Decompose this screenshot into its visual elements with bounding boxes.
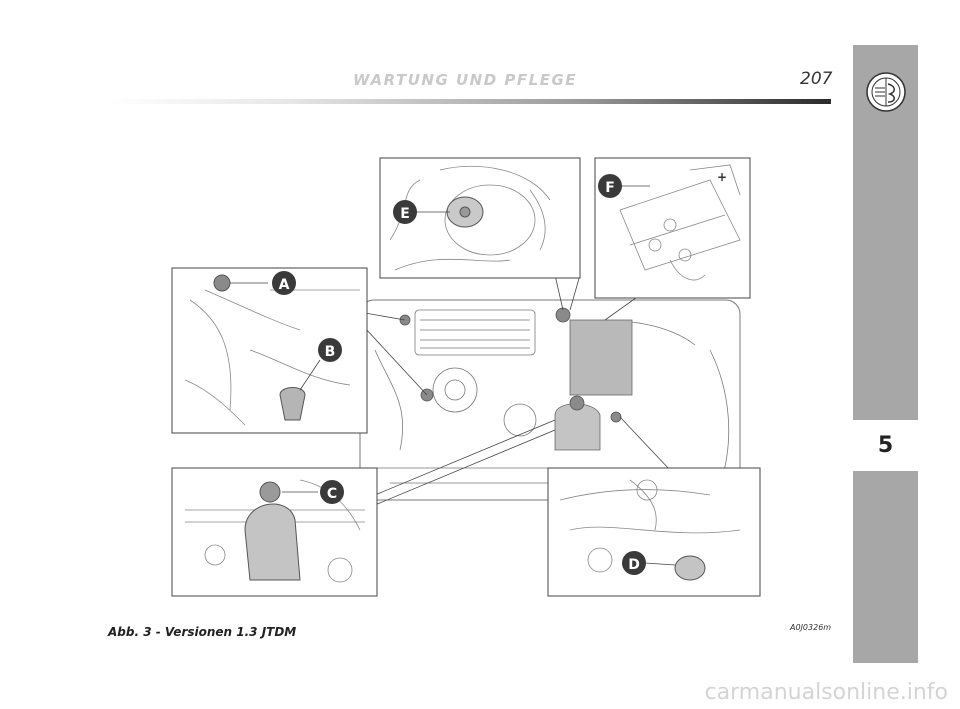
page-header-title: WARTUNG UND PFLEGE bbox=[353, 71, 578, 89]
brand-logo-icon bbox=[866, 72, 906, 112]
callout-d-label: D bbox=[628, 557, 640, 573]
callout-b: B bbox=[318, 338, 342, 362]
watermark: carmanualsonline.info bbox=[704, 680, 948, 705]
chapter-tab-divider bbox=[853, 420, 918, 424]
figure-caption: Abb. 3 - Versionen 1.3 JTDM bbox=[108, 625, 297, 639]
engine-bay-illustration: A B C D E F + bbox=[171, 157, 761, 597]
chapter-number: 5 bbox=[853, 424, 918, 467]
callout-b-label: B bbox=[325, 344, 336, 360]
page-number: 207 bbox=[800, 69, 833, 89]
callout-a-label: A bbox=[279, 277, 290, 293]
callout-c-label: C bbox=[327, 486, 337, 502]
callout-f: F bbox=[598, 174, 622, 198]
battery-positive-symbol: + bbox=[717, 170, 727, 184]
callout-d: D bbox=[622, 551, 646, 575]
callout-a: A bbox=[272, 271, 296, 295]
chapter-tab-divider bbox=[853, 467, 918, 471]
callout-e-label: E bbox=[400, 206, 410, 222]
callout-f-label: F bbox=[605, 180, 615, 196]
callout-c: C bbox=[320, 480, 344, 504]
header-rule bbox=[110, 99, 831, 104]
chapter-tab-strip bbox=[853, 45, 918, 663]
figure-code: A0J0326m bbox=[790, 623, 832, 632]
callout-e: E bbox=[393, 200, 417, 224]
